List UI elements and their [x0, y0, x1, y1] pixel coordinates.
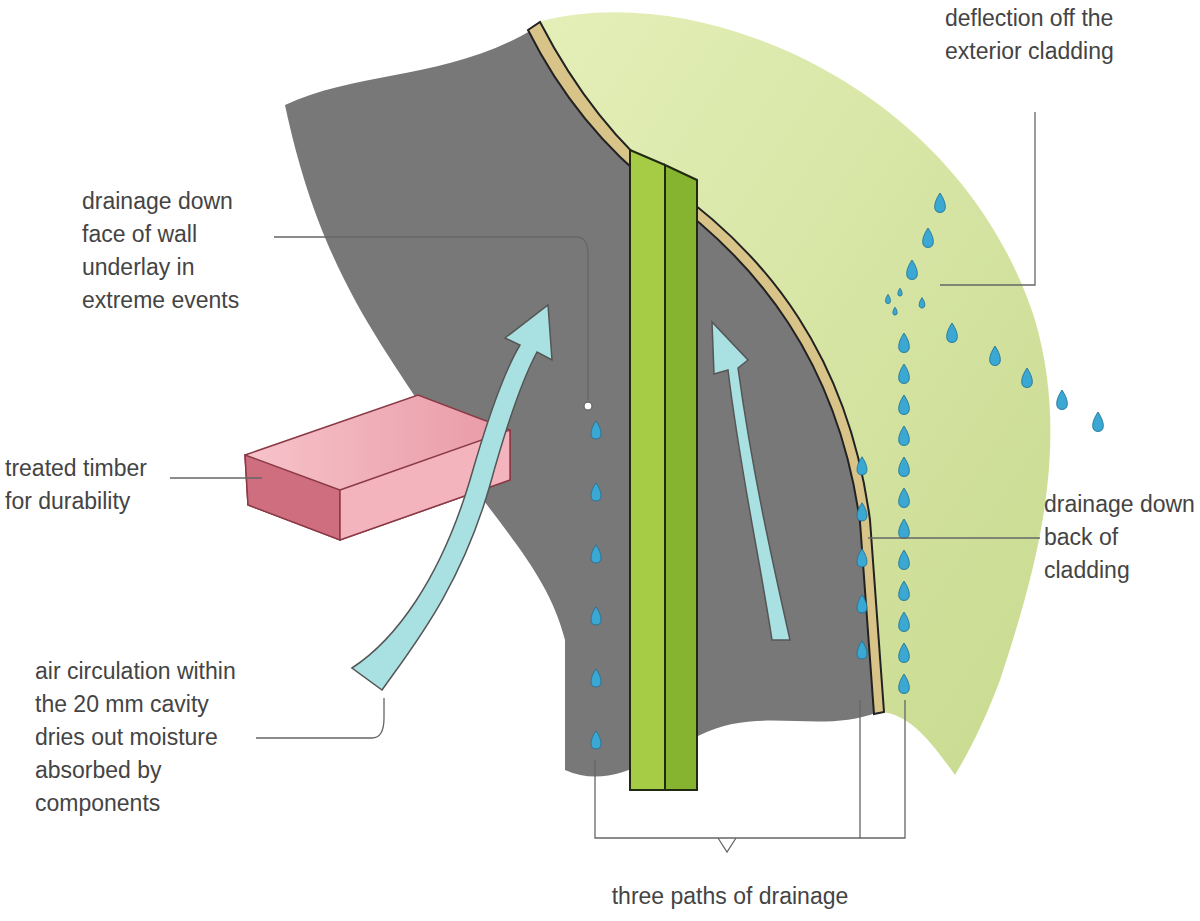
droplet: [899, 364, 910, 384]
droplet: [947, 323, 958, 343]
water-droplets: [591, 193, 1103, 749]
cladding-back-strip: [528, 22, 884, 714]
droplet: [899, 674, 910, 694]
droplet: [591, 669, 601, 687]
droplet: [990, 346, 1001, 366]
droplet: [899, 519, 910, 539]
droplet: [893, 307, 897, 315]
droplet: [899, 550, 910, 570]
air-arrow: [352, 305, 790, 690]
droplet: [899, 333, 910, 353]
droplet: [898, 288, 902, 296]
leader-lines: [170, 112, 1040, 852]
droplet: [899, 612, 910, 632]
droplet: [1093, 412, 1104, 432]
cavity-batten: [630, 150, 697, 790]
droplet: [919, 298, 925, 308]
droplet: [591, 421, 601, 439]
droplet: [907, 260, 918, 280]
callout-label: air circulation within the 20 mm cavity …: [35, 655, 253, 820]
droplet: [857, 549, 867, 567]
droplet: [591, 483, 601, 501]
droplet: [886, 294, 891, 303]
droplet: [899, 488, 910, 508]
droplet: [899, 581, 910, 601]
droplet: [899, 426, 910, 446]
droplet: [1022, 368, 1033, 388]
callout-label: drainage down face of wall underlay in e…: [82, 185, 272, 317]
droplet: [935, 193, 946, 213]
droplet: [591, 731, 601, 749]
droplet: [899, 643, 910, 663]
droplet: [923, 228, 934, 248]
droplet: [899, 395, 910, 415]
droplet: [899, 457, 910, 477]
droplet: [1057, 390, 1068, 410]
bracket-label: three paths of drainage: [570, 880, 890, 913]
callout-label: deflection off the exterior cladding: [945, 2, 1190, 68]
droplet: [591, 545, 601, 563]
droplet: [591, 607, 601, 625]
callout-label: drainage down back of cladding: [1044, 488, 1196, 587]
droplet: [857, 503, 867, 521]
droplet: [857, 457, 867, 475]
droplet: [857, 595, 867, 613]
droplet: [857, 641, 867, 659]
exterior-cladding: [538, 12, 1050, 775]
callout-label: treated timber for durability: [5, 452, 175, 518]
